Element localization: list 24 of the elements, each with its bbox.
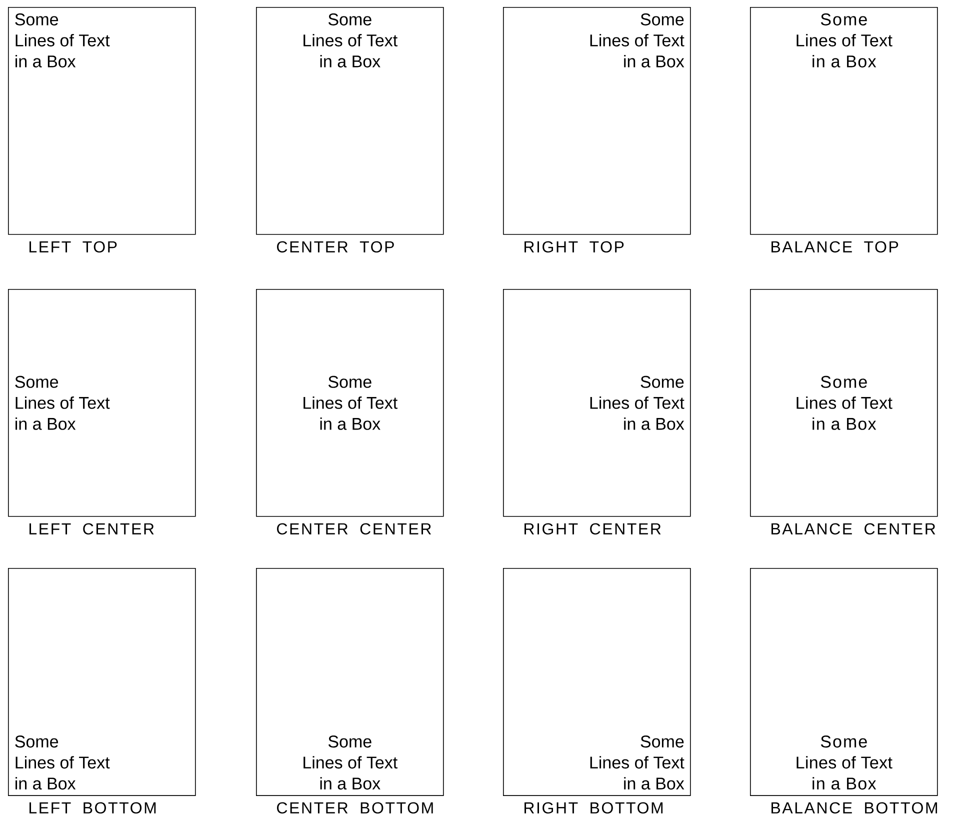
text-box: Some Lines of Text in a Box [503,7,691,235]
text-box: Some Lines of Text in a Box [256,7,444,235]
node-label: RIGHT TOP [524,241,624,253]
node-label: CENTER CENTER [277,523,431,535]
text-box: Some Lines of Text in a Box [256,568,444,796]
node-label: CENTER TOP [277,241,394,253]
node-label: LEFT CENTER [30,523,154,535]
node-label: BALANCE CENTER [772,523,936,535]
text-box: Some Lines of Text in a Box [750,289,938,517]
node-label: RIGHT BOTTOM [524,802,663,814]
node-label: RIGHT CENTER [524,523,661,535]
text-box: Some Lines of Text in a Box [750,7,938,235]
text-box: Some Lines of Text in a Box [503,568,691,796]
text-box: Some Lines of Text in a Box [8,7,196,235]
text-box: Some Lines of Text in a Box [8,568,196,796]
text-box: Some Lines of Text in a Box [8,289,196,517]
text-box: Some Lines of Text in a Box [256,289,444,517]
node-label: BALANCE TOP [772,241,898,253]
node-label: CENTER BOTTOM [277,802,433,814]
node-label: LEFT TOP [30,241,117,253]
text-box: Some Lines of Text in a Box [750,568,938,796]
text-box: Some Lines of Text in a Box [503,289,691,517]
node-label: BALANCE BOTTOM [772,802,937,814]
node-label: LEFT BOTTOM [30,802,156,814]
